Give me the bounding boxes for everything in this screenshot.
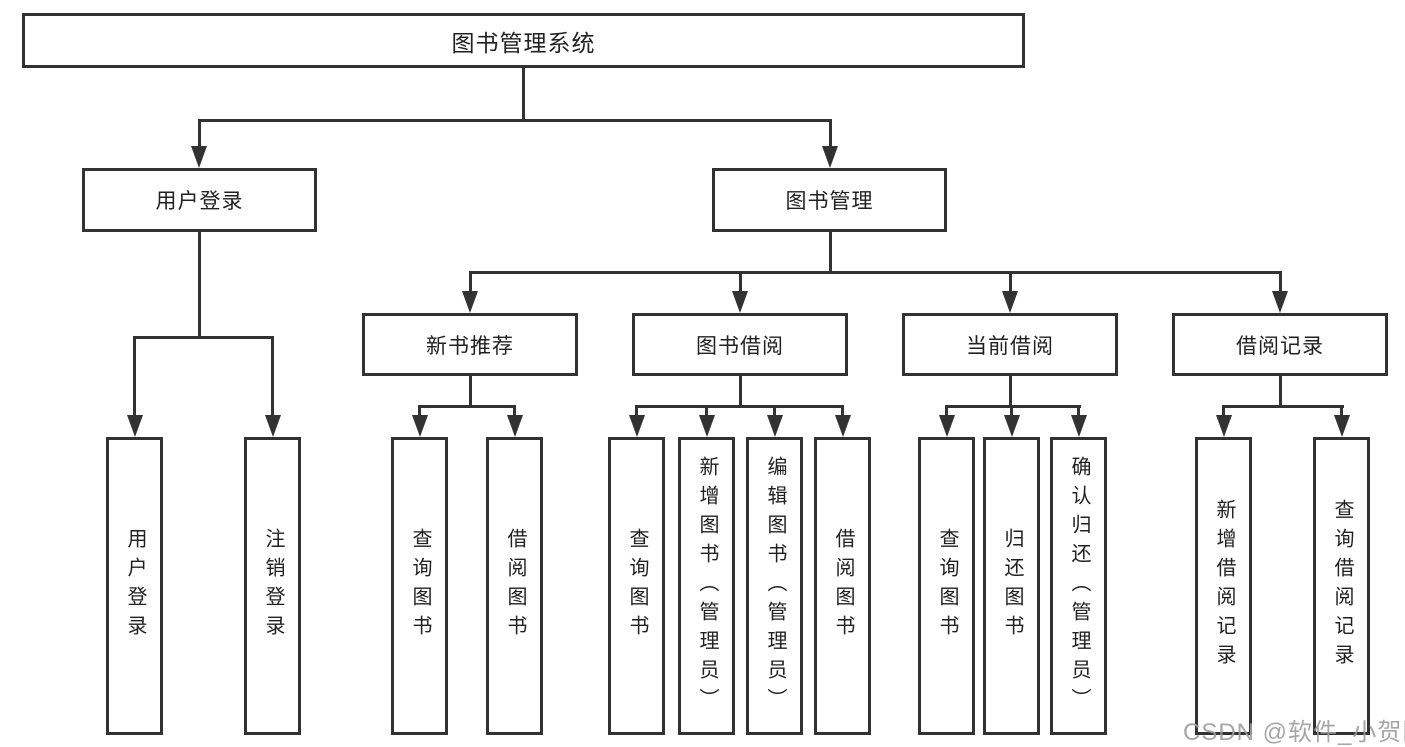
- arrow-down-icon: [411, 415, 428, 437]
- arrow-down-icon: [1215, 415, 1232, 437]
- arrow-down-icon: [191, 146, 207, 168]
- connector-recommend-split: [418, 405, 516, 408]
- leaf-label: 借阅图书: [832, 528, 854, 644]
- node-label: 新书推荐: [426, 334, 514, 358]
- leaf-current-query-book: 查询图书: [918, 437, 975, 735]
- leaf-recommend-query-book: 查询图书: [391, 437, 448, 735]
- node-book-borrowing: 图书借阅: [632, 313, 848, 376]
- connector-records-split: [1222, 405, 1344, 408]
- arrow-down-icon: [1333, 415, 1350, 437]
- connector-stem-new-book-recommend: [468, 271, 472, 296]
- leaf-label: 归还图书: [1001, 528, 1023, 644]
- arrow-down-icon: [1070, 415, 1087, 437]
- connector-stem-book-borrowing: [738, 271, 742, 296]
- connector-current-split: [945, 405, 1081, 408]
- connector-root-stem: [522, 68, 525, 121]
- node-label: 图书管理系统: [451, 29, 596, 56]
- node-label: 图书借阅: [696, 334, 784, 358]
- arrow-down-icon: [506, 415, 523, 437]
- arrow-down-icon: [462, 291, 478, 313]
- connector-stem-borrowing-records: [1278, 271, 1282, 296]
- connector-current-stem: [1008, 376, 1012, 408]
- arrow-down-icon: [698, 415, 715, 437]
- leaf-borrowing-borrow-book: 借阅图书: [814, 437, 871, 735]
- leaf-borrowing-query-book: 查询图书: [608, 437, 665, 735]
- node-new-book-recommend: 新书推荐: [362, 313, 578, 376]
- arrow-down-icon: [1002, 291, 1018, 313]
- arrow-down-icon: [766, 415, 783, 437]
- leaf-user-login: 用户登录: [106, 437, 163, 735]
- arrow-down-icon: [1003, 415, 1020, 437]
- connector-user-login-split: [133, 336, 274, 339]
- node-book-management: 图书管理: [712, 168, 947, 232]
- connector-stem-leaf: [1077, 405, 1080, 420]
- connector-stem-leaf: [1010, 405, 1013, 420]
- arrow-down-icon: [1272, 291, 1288, 313]
- connector-stem-leaf-user-login: [133, 336, 136, 418]
- connector-borrowing-stem: [738, 376, 742, 408]
- node-label: 借阅记录: [1236, 334, 1324, 358]
- connector-stem-current-borrowing: [1008, 271, 1012, 296]
- leaf-recommend-borrow-book: 借阅图书: [486, 437, 543, 735]
- leaf-label: 确认归还（管理员）: [1068, 455, 1090, 717]
- node-borrowing-records: 借阅记录: [1172, 313, 1388, 376]
- leaf-current-confirm-return-admin: 确认归还（管理员）: [1050, 437, 1107, 735]
- arrow-down-icon: [732, 291, 748, 313]
- connector-stem-leaf: [635, 405, 638, 420]
- connector-stem-leaf: [513, 405, 516, 420]
- connector-stem-leaf: [841, 405, 844, 420]
- connector-root-split: [198, 119, 832, 122]
- arrow-down-icon: [938, 415, 955, 437]
- csdn-watermark: CSDN @软件_小贺同学: [1183, 719, 1405, 746]
- connector-stem-leaf: [418, 405, 421, 420]
- leaf-label: 查询图书: [409, 528, 431, 644]
- node-label: 用户登录: [155, 190, 244, 213]
- connector-stem-leaf: [1340, 405, 1343, 420]
- connector-user-login-stem: [198, 232, 201, 339]
- arrow-down-icon: [126, 415, 143, 437]
- leaf-label: 注销登录: [262, 528, 284, 644]
- connector-stem-leaf: [945, 405, 948, 420]
- leaf-records-add-borrow-record: 新增借阅记录: [1195, 437, 1252, 735]
- leaf-label: 新增图书（管理员）: [696, 455, 718, 717]
- connector-stem-leaf-logout: [271, 336, 274, 418]
- connector-stem-leaf: [773, 405, 776, 420]
- arrow-down-icon: [264, 415, 281, 437]
- node-label: 图书管理: [785, 190, 874, 213]
- leaf-current-return-book: 归还图书: [983, 437, 1040, 735]
- connector-stem-leaf: [705, 405, 708, 420]
- leaf-label: 用户登录: [124, 528, 146, 644]
- arrow-down-icon: [628, 415, 645, 437]
- node-user-login: 用户登录: [82, 168, 317, 232]
- connector-stem-leaf: [1222, 405, 1225, 420]
- leaf-label: 新增借阅记录: [1213, 499, 1235, 673]
- connector-book-management-split: [468, 271, 1282, 274]
- leaf-label: 查询图书: [626, 528, 648, 644]
- node-label: 当前借阅: [966, 334, 1054, 358]
- connector-book-management-stem: [829, 232, 832, 274]
- connector-borrowing-split: [635, 405, 844, 408]
- connector-recommend-stem: [468, 376, 472, 408]
- connector-stem-book-management: [829, 119, 832, 149]
- leaf-label: 借阅图书: [504, 528, 526, 644]
- arrow-down-icon: [834, 415, 851, 437]
- leaf-records-query-borrow-record: 查询借阅记录: [1313, 437, 1370, 735]
- connector-stem-user-login: [198, 119, 201, 149]
- leaf-label: 编辑图书（管理员）: [764, 455, 786, 717]
- leaf-label: 查询图书: [936, 528, 958, 644]
- leaf-borrowing-add-book-admin: 新增图书（管理员）: [678, 437, 735, 735]
- node-current-borrowing: 当前借阅: [902, 313, 1118, 376]
- leaf-borrowing-edit-book-admin: 编辑图书（管理员）: [746, 437, 803, 735]
- connector-records-stem: [1278, 376, 1282, 408]
- arrow-down-icon: [822, 146, 838, 168]
- node-library-management-system: 图书管理系统: [22, 13, 1025, 68]
- leaf-label: 查询借阅记录: [1331, 499, 1353, 673]
- leaf-logout-login: 注销登录: [244, 437, 301, 735]
